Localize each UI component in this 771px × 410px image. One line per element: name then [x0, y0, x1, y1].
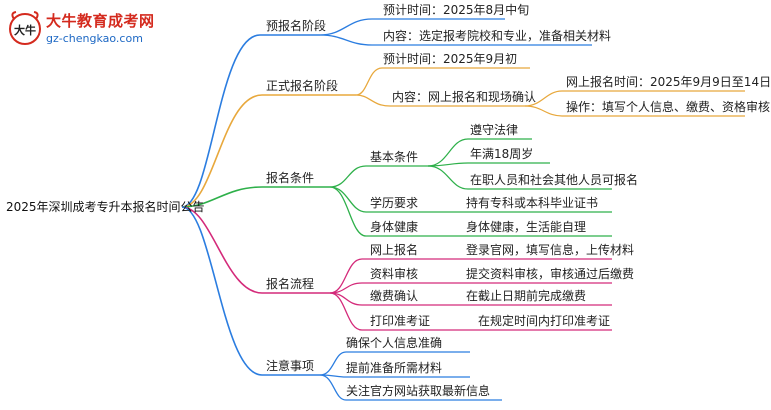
- node-health: 身体健康: [370, 220, 419, 234]
- leaf-age: 年满18周岁: [470, 147, 534, 161]
- node-education: 学历要求: [370, 196, 419, 210]
- leaf-health: 身体健康，生活能自理: [466, 220, 587, 234]
- connector-b1-c1-g1: [524, 105, 745, 117]
- branch-process: 报名流程: [266, 277, 315, 291]
- connector-root-branch-2: [181, 186, 330, 208]
- connector-b3-c3: [329, 292, 440, 331]
- connector-b4-c2: [319, 374, 502, 401]
- leaf-pre-content: 内容：选定报考院校和专业，准备相关材料: [383, 29, 612, 43]
- logo-mark-text: 大牛: [14, 23, 36, 37]
- connector-b3-c0: [329, 258, 424, 294]
- branch-notes: 注意事项: [266, 359, 315, 373]
- leaf-document-review: 提交资料审核，审核通过后缴费: [466, 267, 635, 281]
- connector-root-branch-0: [181, 34, 320, 208]
- leaf-note-materials: 提前准备所需材料: [346, 361, 443, 375]
- node-admission-ticket: 打印准考证: [370, 314, 431, 328]
- leaf-note-website: 关注官方网站获取最新信息: [346, 384, 491, 398]
- node-online-registration: 网上报名: [370, 243, 419, 257]
- mindmap-root: 2025年深圳成考专升本报名时间公告: [6, 200, 205, 214]
- logo-url: gz-chengkao.com: [46, 32, 143, 45]
- leaf-online-registration: 登录官网，填写信息，上传材料: [466, 243, 635, 257]
- connector-b0-c0: [319, 18, 505, 36]
- branch-pre-registration: 预报名阶段: [266, 19, 327, 33]
- node-formal-content: 内容：网上报名和现场确认: [392, 90, 537, 104]
- leaf-note-info: 确保个人信息准确: [346, 336, 443, 350]
- bull-logo-icon: 大牛: [9, 11, 41, 45]
- site-logo: 大牛 大牛教育成考网 gz-chengkao.com: [8, 8, 178, 52]
- logo-title: 大牛教育成考网: [46, 12, 155, 30]
- leaf-formal-time: 预计时间：2025年9月初: [383, 52, 518, 66]
- connector-b2-c0-g2: [427, 165, 612, 190]
- connector-b0-c1: [319, 34, 592, 46]
- connector-b1-c1: [355, 94, 525, 107]
- node-payment: 缴费确认: [370, 289, 419, 303]
- branch-conditions: 报名条件: [266, 171, 315, 185]
- connector-root-branch-3: [181, 206, 330, 294]
- leaf-payment: 在截止日期前完成缴费: [466, 289, 587, 303]
- connector-b3-c1: [329, 282, 424, 294]
- connector-b2-c0-g0: [427, 138, 532, 167]
- leaf-online-time: 网上报名时间：2025年9月9日至14日: [566, 75, 771, 89]
- connector-b4-c0: [319, 351, 470, 376]
- leaf-admission-ticket: 在规定时间内打印准考证: [478, 314, 611, 328]
- leaf-education-cert: 持有专科或本科毕业证书: [466, 196, 599, 210]
- connector-b2-c0-g1: [427, 162, 550, 167]
- connector-b2-c2: [329, 186, 424, 237]
- branch-formal-registration: 正式报名阶段: [266, 79, 339, 93]
- leaf-pre-time: 预计时间：2025年8月中旬: [383, 3, 530, 17]
- leaf-obey-law: 遵守法律: [470, 123, 519, 137]
- node-basic-conditions: 基本条件: [370, 150, 419, 164]
- mindmap-connectors: [181, 18, 745, 401]
- connector-b1-c0: [355, 67, 530, 96]
- leaf-eligible-people: 在职人员和社会其他人员可报名: [470, 173, 639, 187]
- node-document-review: 资料审核: [370, 267, 419, 281]
- connector-b1-c1-g0: [524, 90, 745, 107]
- leaf-operation: 操作：填写个人信息、缴费、资格审核: [566, 100, 771, 114]
- connector-root-branch-4: [181, 206, 320, 376]
- connector-root-branch-1: [181, 94, 356, 208]
- connector-b2-c0: [329, 165, 428, 188]
